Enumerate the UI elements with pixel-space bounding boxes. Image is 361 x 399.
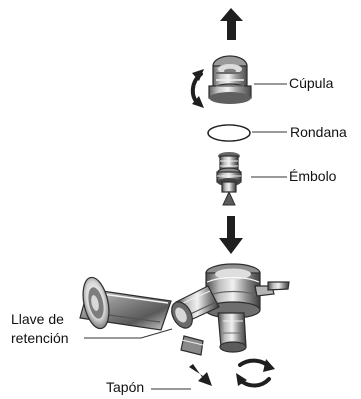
diagonal-arrow-icon bbox=[189, 364, 212, 386]
rotate-icon bbox=[190, 69, 204, 108]
down-arrow-icon bbox=[219, 216, 243, 254]
embolo-label: Émbolo bbox=[289, 168, 337, 184]
cupula-label: Cúpula bbox=[289, 75, 334, 91]
valve-body bbox=[79, 263, 290, 356]
llave-label-line-1: Llave de bbox=[11, 311, 64, 327]
llave-label-line-2: retención bbox=[11, 330, 69, 346]
llave-leader-line bbox=[84, 328, 173, 339]
cupula-part bbox=[208, 55, 252, 104]
rondana-part bbox=[207, 124, 251, 142]
tapon-label: Tapón bbox=[106, 379, 144, 395]
rondana-label: Rondana bbox=[290, 124, 347, 140]
rotate-icon bbox=[236, 358, 275, 388]
up-arrow-icon bbox=[220, 8, 243, 40]
embolo-part bbox=[216, 152, 242, 206]
